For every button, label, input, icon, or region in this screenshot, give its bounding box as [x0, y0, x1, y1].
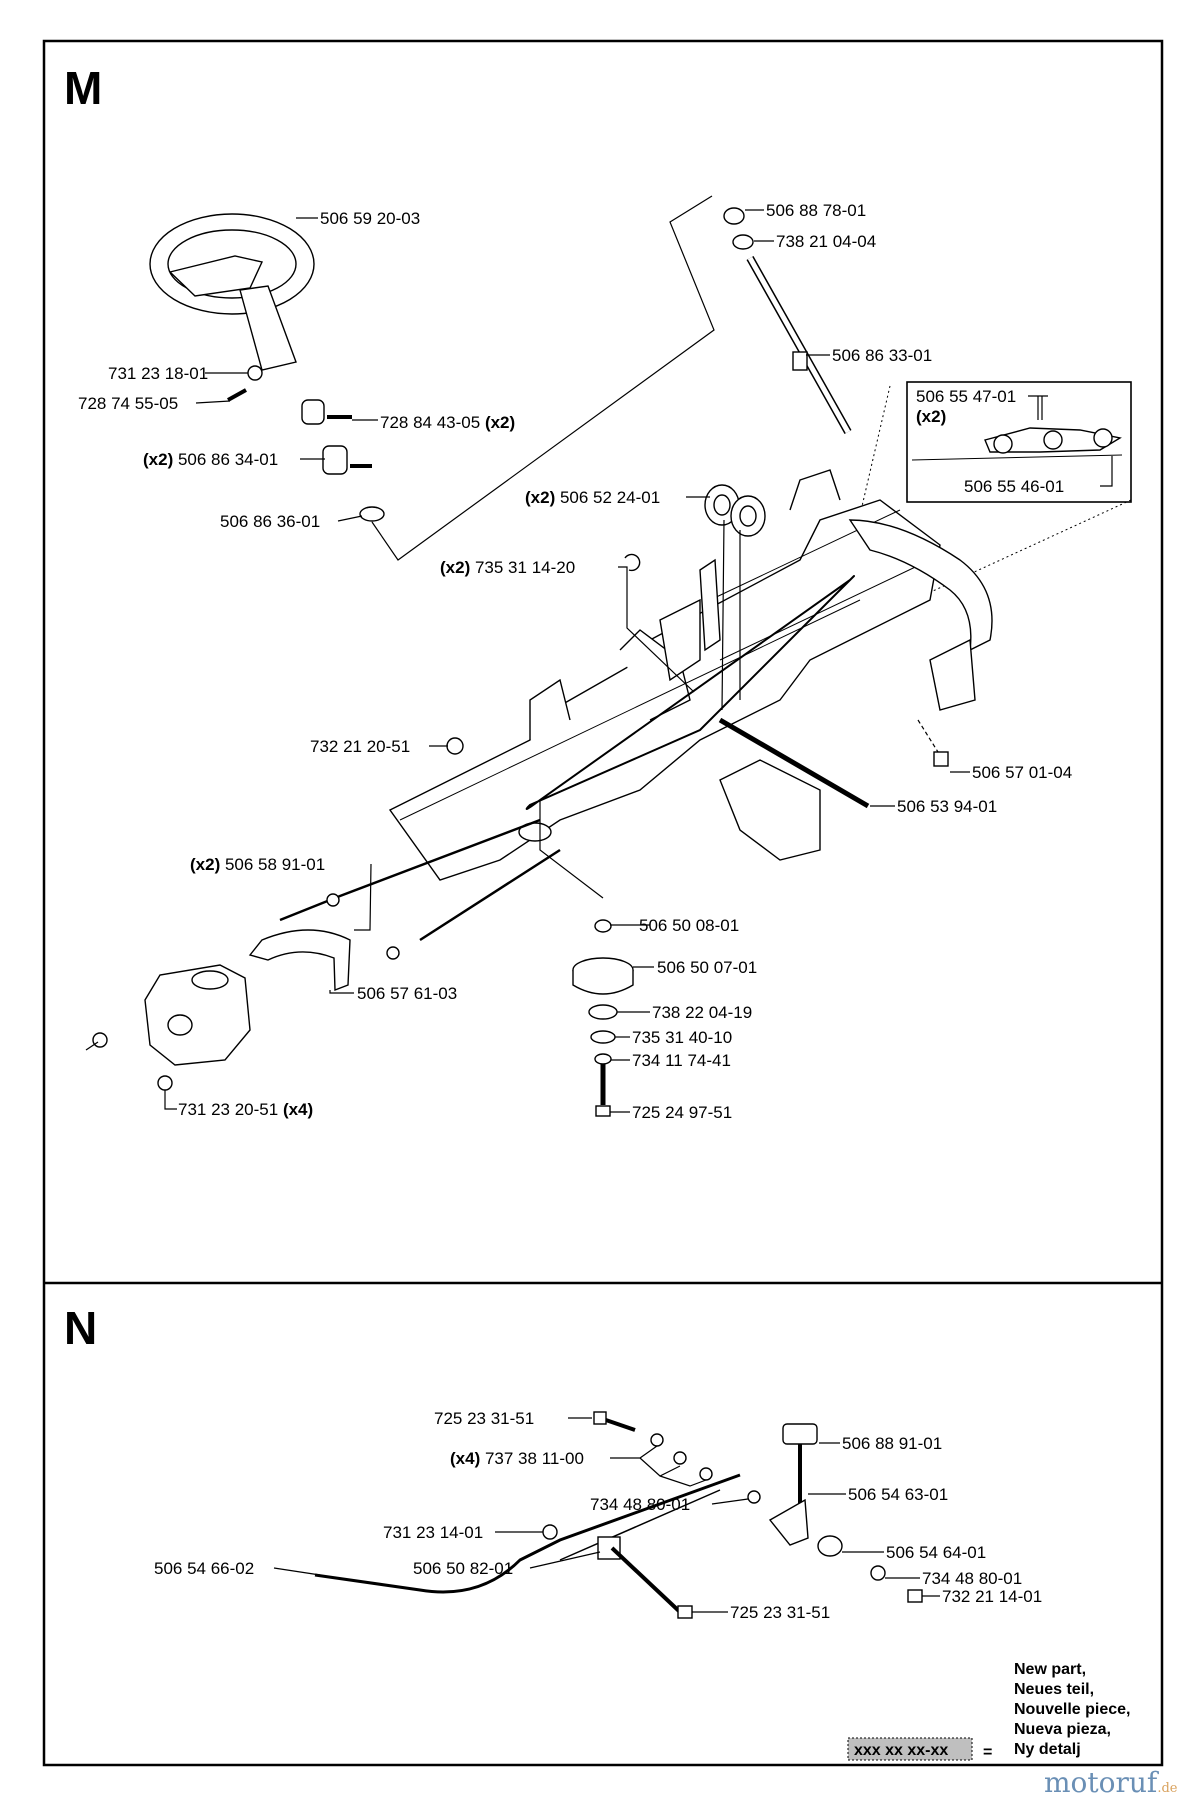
part-label-506-50-07-01: 506 50 07-01 [657, 958, 757, 977]
leader-lines-m [164, 209, 1113, 1113]
part-label-725-23-31-51-bottom: 725 23 31-51 [730, 1603, 830, 1622]
part-label-506-54-63-01: 506 54 63-01 [848, 1485, 948, 1504]
part-label-506-58-91-01: (x2) 506 58 91-01 [190, 855, 325, 874]
part-label-728-74-55-05: 728 74 55-05 [78, 394, 178, 413]
part-label-506-86-33-01: 506 86 33-01 [832, 346, 932, 365]
steering-wheel [149, 213, 315, 371]
axle-bracket [248, 929, 351, 992]
part-label-737-38-11-00: (x4) 737 38 11-00 [450, 1449, 584, 1468]
part-label-731-23-20-51: 731 23 20-51 (x4) [178, 1100, 313, 1119]
section-n-letter: N [64, 1302, 97, 1354]
gearbox [144, 964, 251, 1066]
part-label-734-11-74-41: 734 11 74-41 [632, 1051, 731, 1070]
part-label-506-86-34-01: (x2) 506 86 34-01 [143, 450, 278, 469]
part-label-506-57-61-03: 506 57 61-03 [357, 984, 457, 1003]
part-label-725-24-97-51: 725 24 97-51 [632, 1103, 732, 1122]
part-label-735-31-40-10: 735 31 40-10 [632, 1028, 732, 1047]
part-label-728-84-43-05: 728 84 43-05 (x2) [380, 413, 515, 432]
part-label-506-54-64-01: 506 54 64-01 [886, 1543, 986, 1562]
assembly-connector-line [371, 195, 715, 561]
axle-rod [718, 717, 870, 809]
part-label-731-23-14-01: 731 23 14-01 [383, 1523, 483, 1542]
legend-line-4: Nueva pieza, [1014, 1721, 1111, 1738]
gearbox-nut-lower [157, 1075, 173, 1091]
legend-line-3: Nouvelle piece, [1014, 1701, 1131, 1718]
section-m-letter: M [64, 62, 102, 114]
legend-line-5: Ny detalj [1014, 1741, 1081, 1758]
leader-lines-n [273, 1417, 940, 1613]
detail-inset [906, 381, 1132, 503]
frame-bolt [933, 751, 949, 767]
brake-linkage [314, 1411, 923, 1619]
watermark-logo: motoruf.de [1044, 1766, 1178, 1799]
legend-code-box [847, 1737, 973, 1761]
detail-callout-dotted [835, 385, 1132, 631]
legend: New part, Neues teil, Nouvelle piece, Nu… [847, 1661, 1131, 1761]
gearbox-stud [85, 1041, 99, 1051]
part-label-732-21-14-01: 732 21 14-01 [942, 1587, 1042, 1606]
part-label-506-88-78-01: 506 88 78-01 [766, 201, 866, 220]
outer-frame [42, 39, 1164, 1767]
part-label-731-23-18-01: 731 23 18-01 [108, 364, 208, 383]
legend-line-1: New part, [1014, 1661, 1086, 1678]
pulleys [704, 484, 766, 537]
part-label-734-48-80-01-b: 734 48 80-01 [922, 1569, 1022, 1588]
circlip [624, 553, 641, 572]
part-label-506-88-91-01: 506 88 91-01 [842, 1434, 942, 1453]
legend-code: xxx xx xx-xx [854, 1742, 948, 1759]
drive-belt [525, 575, 855, 810]
part-label-506-53-94-01: 506 53 94-01 [897, 797, 997, 816]
part-label-506-55-46-01: 506 55 46-01 [964, 477, 1064, 496]
part-label-734-48-80-01-a: 734 48 80-01 [590, 1495, 690, 1514]
part-label-506-55-47-01: 506 55 47-01 [916, 387, 1016, 406]
rod-nut-b [386, 946, 400, 960]
frame-bolt-guide [917, 719, 939, 753]
part-label-738-21-04-04: 738 21 04-04 [776, 232, 876, 251]
part-label-506-50-82-01: 506 50 82-01 [413, 1559, 513, 1578]
legend-line-2: Neues teil, [1014, 1681, 1094, 1698]
part-label-735-31-14-20: (x2) 735 31 14-20 [440, 558, 575, 577]
part-label-738-22-04-19: 738 22 04-19 [652, 1003, 752, 1022]
part-label-725-23-31-51-top: 725 23 31-51 [434, 1409, 534, 1428]
steering-shaft [723, 207, 852, 434]
part-label-506-54-66-02: 506 54 66-02 [154, 1559, 254, 1578]
rod-nut-a [326, 893, 340, 907]
part-label-506-50-08-01: 506 50 08-01 [639, 916, 739, 935]
pulley-stack [572, 919, 634, 1117]
frame-nut [446, 737, 464, 755]
part-label-506-86-36-01: 506 86 36-01 [220, 512, 320, 531]
part-label-506-59-20-03: 506 59 20-03 [320, 209, 420, 228]
steering-column-parts [227, 365, 385, 522]
gearbox-nut-upper [92, 1032, 108, 1048]
part-label-506-55-47-01-qty: (x2) [916, 407, 946, 426]
part-label-732-21-20-51: 732 21 20-51 [310, 737, 410, 756]
chassis-frame [388, 469, 993, 881]
part-label-506-57-01-04: 506 57 01-04 [972, 763, 1072, 782]
part-label-506-52-24-01: (x2) 506 52 24-01 [525, 488, 660, 507]
legend-equals: = [983, 1744, 992, 1761]
